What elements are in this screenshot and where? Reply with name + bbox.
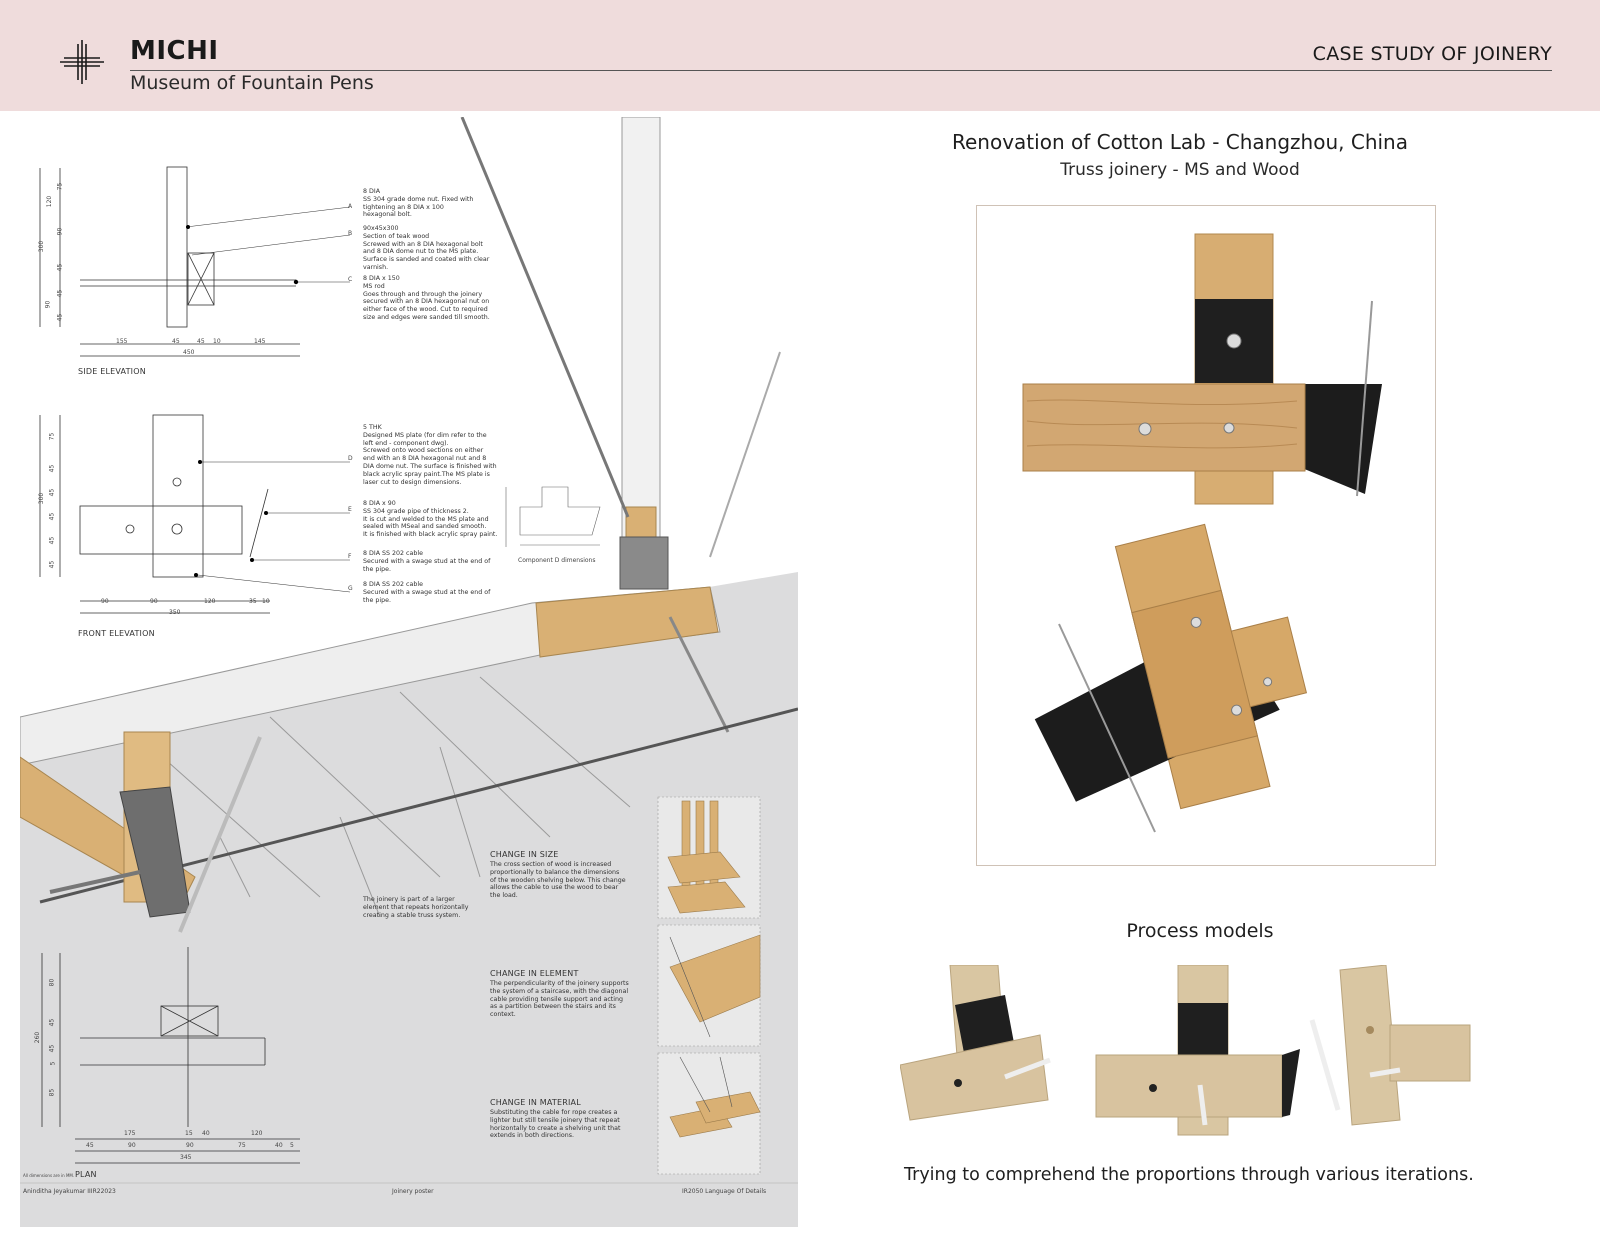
change-size-title: CHANGE IN SIZE bbox=[490, 850, 559, 859]
change-element-title: CHANGE IN ELEMENT bbox=[490, 969, 579, 978]
section-title: CASE STUDY OF JOINERY bbox=[1312, 43, 1552, 65]
brand-subtitle: Museum of Fountain Pens bbox=[130, 72, 374, 94]
front-dim: 10 bbox=[262, 598, 270, 605]
plan-total-dim: 345 bbox=[180, 1154, 192, 1161]
front-left-dim: 45 bbox=[48, 488, 56, 497]
side-left-total: 300 bbox=[38, 240, 46, 253]
process-models-photos bbox=[900, 965, 1471, 1136]
note-c: 8 DIA x 150 MS rod Goes through and thro… bbox=[363, 275, 490, 321]
front-left-dim: 45 bbox=[48, 464, 56, 473]
process-model-2 bbox=[1095, 965, 1300, 1136]
side-left-dim: 90 bbox=[56, 227, 64, 236]
front-left-dim: 75 bbox=[48, 432, 56, 441]
side-left-dim: 45 bbox=[56, 289, 64, 298]
side-dim: 45 bbox=[197, 338, 205, 345]
side-dim: 145 bbox=[254, 338, 266, 345]
process-model-3 bbox=[1309, 965, 1471, 1126]
side-left-dim: 45 bbox=[56, 313, 64, 322]
plan-dim-bottom: 90 bbox=[186, 1142, 194, 1149]
side-dim: 155 bbox=[116, 338, 128, 345]
joinery-photo-frame bbox=[976, 205, 1436, 866]
dims-note: All dimensions are in MM. bbox=[23, 1173, 75, 1178]
plan-dim-bottom: 5 bbox=[290, 1142, 294, 1149]
process-models-title: Process models bbox=[1126, 920, 1274, 942]
side-dim: 10 bbox=[213, 338, 221, 345]
note-letter-g: G bbox=[348, 585, 353, 592]
change-material-title: CHANGE IN MATERIAL bbox=[490, 1098, 581, 1107]
front-left-dim: 45 bbox=[48, 560, 56, 569]
brand-title: MICHI bbox=[130, 36, 219, 66]
front-dim: 90 bbox=[150, 598, 158, 605]
plan-dim-bottom: 75 bbox=[238, 1142, 246, 1149]
plan-dim-bottom: 45 bbox=[86, 1142, 94, 1149]
side-dim: 45 bbox=[172, 338, 180, 345]
poster-footer-course: IR2050 Language Of Details bbox=[682, 1188, 767, 1195]
component-label: Component D dimensions bbox=[518, 557, 596, 564]
front-dim: 35 bbox=[249, 598, 257, 605]
front-elevation-label: FRONT ELEVATION bbox=[78, 629, 155, 638]
plan-left-dim: 85 bbox=[48, 1088, 56, 1097]
michi-logo-icon bbox=[60, 40, 104, 84]
note-letter-d: D bbox=[348, 455, 353, 462]
note-e: 8 DIA x 90 SS 304 grade pipe of thicknes… bbox=[363, 500, 498, 539]
change-material-text: Substituting the cable for rope creates … bbox=[490, 1109, 621, 1140]
plan-dim-top: 120 bbox=[251, 1130, 263, 1137]
front-dim: 90 bbox=[101, 598, 109, 605]
change-element-text: The perpendicularity of the joinery supp… bbox=[490, 980, 629, 1019]
note-letter-c: C bbox=[348, 276, 353, 283]
note-letter-a: A bbox=[348, 203, 353, 210]
process-caption: Trying to comprehend the proportions thr… bbox=[904, 1165, 1474, 1185]
truss-note: The joinery is part of a larger element … bbox=[363, 896, 469, 919]
plan-dim-bottom: 90 bbox=[128, 1142, 136, 1149]
poster-footer-author: Aninditha Jeyakumar IIIR22023 bbox=[23, 1188, 116, 1195]
plan-label: PLAN bbox=[75, 1170, 97, 1179]
plan-left-dim: 5 bbox=[49, 1061, 57, 1066]
joinery-poster: SIDE ELEVATION FRONT ELEVATION PLAN Comp… bbox=[20, 117, 798, 1227]
plan-left-total: 260 bbox=[34, 1031, 42, 1044]
case-study-subtitle: Truss joinery - MS and Wood bbox=[1060, 160, 1300, 180]
front-dim: 120 bbox=[204, 598, 216, 605]
note-f: 8 DIA SS 202 cable Secured with a swage … bbox=[363, 550, 491, 573]
plan-left-dim: 45 bbox=[48, 1044, 56, 1053]
front-left-dim: 45 bbox=[48, 512, 56, 521]
note-g: 8 DIA SS 202 cable Secured with a swage … bbox=[363, 581, 491, 604]
header-divider bbox=[130, 70, 1552, 71]
side-elevation-label: SIDE ELEVATION bbox=[78, 367, 146, 376]
side-left-dim: 45 bbox=[56, 263, 64, 272]
note-letter-f: F bbox=[348, 553, 352, 560]
change-size-text: The cross section of wood is increased p… bbox=[490, 861, 626, 900]
note-a: 8 DIA SS 304 grade dome nut. Fixed with … bbox=[363, 188, 474, 219]
side-total-dim: 450 bbox=[183, 349, 195, 356]
header-band: MICHI Museum of Fountain Pens CASE STUDY… bbox=[0, 0, 1600, 111]
joinery-photo bbox=[1022, 233, 1382, 833]
note-letter-e: E bbox=[348, 506, 352, 513]
side-left-dim: 75 bbox=[56, 182, 64, 191]
plan-dim-top: 175 bbox=[124, 1130, 136, 1137]
process-model-1 bbox=[900, 965, 1051, 1121]
plan-dim-top: 40 bbox=[202, 1130, 210, 1137]
note-b: 90x45x300 Section of teak wood Screwed w… bbox=[363, 225, 490, 271]
plan-dim-bottom: 40 bbox=[275, 1142, 283, 1149]
plan-left-dim: 45 bbox=[48, 1018, 56, 1027]
poster-drawing bbox=[20, 117, 798, 1227]
plan-dim-top: 15 bbox=[185, 1130, 193, 1137]
note-d: 5 THK Designed MS plate (for dim refer t… bbox=[363, 424, 497, 486]
side-left-dim: 90 bbox=[44, 300, 52, 309]
poster-footer-title: Joinery poster bbox=[392, 1188, 434, 1195]
front-left-total: 300 bbox=[38, 492, 46, 505]
front-left-dim: 45 bbox=[48, 536, 56, 545]
side-left-dim: 120 bbox=[46, 195, 54, 208]
plan-left-dim: 80 bbox=[48, 978, 56, 987]
front-total-dim: 350 bbox=[169, 609, 181, 616]
note-letter-b: B bbox=[348, 230, 353, 237]
case-study-title: Renovation of Cotton Lab - Changzhou, Ch… bbox=[952, 130, 1408, 154]
